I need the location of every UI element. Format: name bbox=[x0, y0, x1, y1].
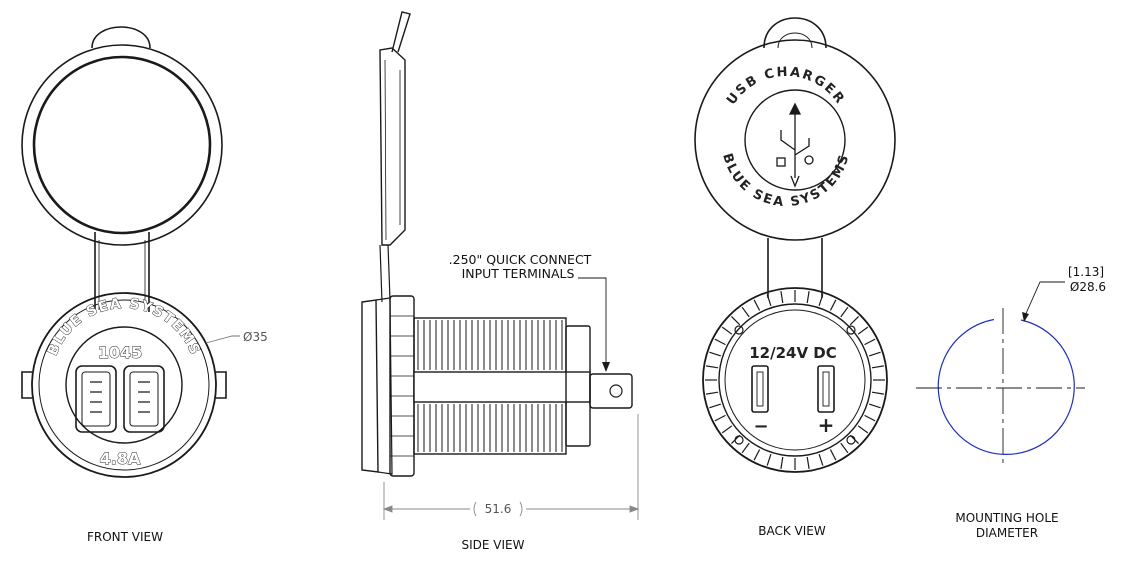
side-length-dimension bbox=[382, 414, 640, 520]
side-terminal bbox=[589, 373, 633, 409]
gear-tooth bbox=[706, 391, 719, 395]
gear-tooth bbox=[721, 326, 733, 335]
gear-tooth bbox=[864, 414, 876, 422]
back-cap-text-top: USB CHARGER bbox=[724, 65, 848, 108]
side-terminal-note-line1: .250" QUICK CONNECT bbox=[449, 252, 592, 267]
gear-tooth bbox=[780, 291, 784, 304]
front-usb-port-left bbox=[75, 365, 117, 433]
side-nut bbox=[389, 295, 415, 477]
back-negative-terminal bbox=[751, 365, 769, 413]
gear-tooth bbox=[849, 434, 860, 445]
gear-tooth bbox=[840, 442, 849, 454]
gear-tooth bbox=[730, 434, 741, 445]
gear-tooth bbox=[706, 365, 719, 369]
back-gear-teeth bbox=[705, 290, 885, 470]
back-cap-outer bbox=[694, 39, 896, 241]
front-usb-port-right bbox=[123, 365, 165, 433]
back-gear-outer bbox=[702, 287, 888, 473]
gear-tooth bbox=[871, 391, 884, 395]
gear-tooth bbox=[714, 338, 726, 346]
gear-tooth bbox=[753, 299, 761, 311]
side-length-value: 51.6 bbox=[485, 502, 512, 516]
back-negative-symbol: − bbox=[753, 416, 768, 437]
mounting-hole-label-line1: MOUNTING HOLE bbox=[955, 511, 1058, 525]
mounting-hole-diameter-in: [1.13] bbox=[1068, 265, 1104, 279]
gear-tooth bbox=[857, 425, 869, 434]
side-terminal-arrow bbox=[602, 362, 610, 372]
back-view-label: BACK VIEW bbox=[758, 524, 826, 538]
gear-tooth bbox=[818, 294, 824, 306]
front-diameter-callout: Ø35 bbox=[243, 330, 268, 344]
front-cap-inner bbox=[32, 55, 212, 235]
side-cap bbox=[379, 47, 406, 246]
mounting-hole-label-line2: DIAMETER bbox=[976, 526, 1038, 540]
gear-tooth bbox=[869, 351, 881, 357]
front-model-number: 1045 bbox=[98, 343, 143, 362]
front-view-label: FRONT VIEW bbox=[87, 530, 163, 544]
mounting-hole-outline bbox=[937, 318, 1075, 455]
usb-icon bbox=[776, 102, 814, 188]
front-current-rating: 4.8A bbox=[100, 449, 141, 468]
back-positive-terminal bbox=[817, 365, 835, 413]
gear-tooth bbox=[869, 403, 881, 409]
gear-tooth bbox=[766, 294, 772, 306]
side-terminal-leader bbox=[578, 277, 607, 370]
gear-tooth bbox=[818, 454, 824, 466]
side-threads bbox=[417, 320, 563, 452]
gear-tooth bbox=[741, 442, 750, 454]
gear-tooth bbox=[840, 306, 849, 318]
gear-tooth bbox=[741, 306, 750, 318]
gear-tooth bbox=[730, 315, 741, 326]
side-cap-tab bbox=[391, 11, 411, 53]
back-cap-inner bbox=[744, 89, 846, 191]
back-strap bbox=[767, 238, 823, 298]
gear-tooth bbox=[857, 326, 869, 335]
back-view bbox=[694, 17, 896, 473]
mounting-hole bbox=[916, 281, 1085, 468]
gear-tooth bbox=[753, 449, 761, 461]
front-view bbox=[21, 26, 227, 478]
gear-tooth bbox=[709, 351, 721, 357]
back-cap-text-bottom: BLUE SEA SYSTEMS bbox=[719, 152, 853, 211]
side-view-label: SIDE VIEW bbox=[462, 538, 525, 552]
gear-tooth bbox=[829, 299, 837, 311]
mounting-hole-diameter-mm: Ø28.6 bbox=[1070, 280, 1106, 294]
gear-tooth bbox=[849, 315, 860, 326]
gear-tooth bbox=[864, 338, 876, 346]
gear-tooth bbox=[714, 414, 726, 422]
gear-tooth bbox=[829, 449, 837, 461]
front-bezel-outer bbox=[31, 292, 217, 478]
gear-tooth bbox=[780, 456, 784, 469]
side-terminal-note-line2: INPUT TERMINALS bbox=[462, 266, 575, 281]
gear-tooth bbox=[871, 365, 884, 369]
front-diameter-leader bbox=[205, 335, 240, 344]
mounting-hole-leader bbox=[1023, 281, 1065, 319]
front-cap-outer bbox=[21, 44, 223, 246]
gear-tooth bbox=[806, 291, 810, 304]
back-positive-symbol: + bbox=[818, 413, 835, 437]
front-strap bbox=[94, 232, 150, 312]
gear-tooth bbox=[721, 425, 733, 434]
gear-tooth bbox=[709, 403, 721, 409]
side-view bbox=[361, 11, 633, 477]
gear-tooth bbox=[766, 454, 772, 466]
front-cap-tab bbox=[91, 26, 151, 49]
gear-tooth bbox=[806, 456, 810, 469]
back-voltage-text: 12/24V DC bbox=[749, 344, 837, 362]
back-cap-tab bbox=[763, 17, 827, 49]
side-bezel bbox=[361, 299, 379, 473]
